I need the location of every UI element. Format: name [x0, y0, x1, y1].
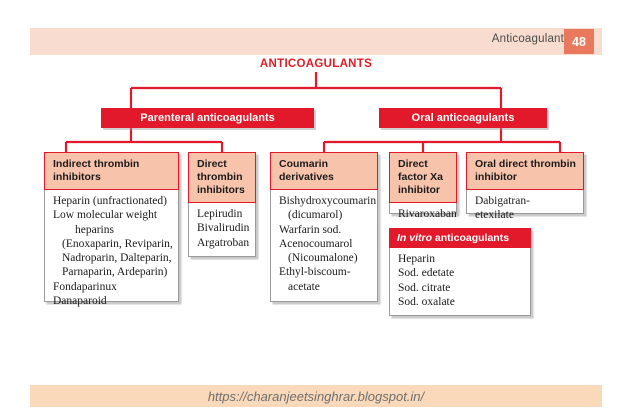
- in-vitro-italic: In vitro: [397, 232, 433, 244]
- list-item: Acenocoumarol: [279, 237, 353, 250]
- list-item: Danaparoid: [53, 295, 107, 308]
- card-title: Direct factor Xa inhibitor: [389, 152, 457, 203]
- list-item: Argatroban: [197, 236, 250, 249]
- list-item: Sod. edetate: [398, 267, 455, 280]
- list-item: Nadroparin, Dalteparin,: [62, 252, 172, 265]
- list-item: (dicumarol): [288, 209, 343, 222]
- list-item: (Enoxaparin, Reviparin,: [62, 237, 173, 250]
- card-item-list: Dabigatran-etexilate: [467, 189, 583, 229]
- card-title: Coumarin derivatives: [270, 152, 378, 190]
- list-item: Bivalirudin: [197, 222, 250, 235]
- card-title: Direct thrombin inhibitors: [188, 152, 256, 203]
- card-item-list: Heparin (unfractionated) Low molecular we…: [45, 189, 178, 314]
- list-item: Fondaparinux: [53, 280, 117, 293]
- header-band: [30, 28, 602, 55]
- root-node-label: ANTICOAGULANTS: [259, 58, 373, 70]
- page-number-badge: 48: [564, 29, 594, 54]
- card-oral-direct-thrombin-inhibitor[interactable]: Oral direct thrombin inhibitor Dabigatra…: [466, 152, 584, 221]
- card-coumarin-derivatives[interactable]: Coumarin derivatives Bishydroxycoumarin (…: [270, 152, 378, 302]
- list-item: Sod. oxalate: [398, 295, 455, 308]
- list-item: Lepirudin: [197, 208, 243, 220]
- card-title: Indirect thrombin inhibitors: [44, 152, 179, 190]
- anticoagulants-flowchart: ANTICOAGULANTS Parenteral anticoagulants…: [44, 58, 584, 317]
- list-item: Heparin (unfractionated): [53, 195, 167, 207]
- footer-url: https://charanjeetsinghrar.blogspot.in/: [207, 389, 425, 404]
- card-title: In vitro anticoagulants: [389, 228, 531, 248]
- in-vitro-rest: anticoagulants: [432, 232, 510, 244]
- list-item: Bishydroxycoumarin: [279, 195, 377, 207]
- footer-band: [30, 385, 602, 407]
- list-item: etexilate: [475, 209, 514, 222]
- card-indirect-thrombin-inhibitors[interactable]: Indirect thrombin inhibitors Heparin (un…: [44, 152, 179, 307]
- list-item: Dabigatran-: [475, 195, 530, 207]
- card-direct-factor-xa-inhibitor[interactable]: Direct factor Xa inhibitor Rivaroxaban: [389, 152, 457, 220]
- list-item: (Nicoumalone): [288, 252, 358, 265]
- list-item: heparins: [75, 223, 114, 236]
- branch-parenteral-anticoagulants[interactable]: Parenteral anticoagulants: [101, 108, 314, 128]
- branch-oral-anticoagulants[interactable]: Oral anticoagulants: [379, 108, 547, 128]
- branch-label: Parenteral anticoagulants: [140, 112, 275, 124]
- list-item: Sod. citrate: [398, 281, 451, 294]
- list-item: Low molecular weight: [53, 209, 158, 222]
- branch-label: Oral anticoagulants: [411, 112, 515, 124]
- list-item: Warfarin sod.: [279, 223, 342, 236]
- list-item: Heparin: [398, 253, 436, 265]
- card-item-list: Bishydroxycoumarin (dicumarol)Warfarin so…: [271, 189, 377, 300]
- list-item: Ethyl-biscoum-: [279, 266, 351, 279]
- card-title: Oral direct thrombin inhibitor: [466, 152, 584, 190]
- list-item: Parnaparin, Ardeparin): [62, 266, 168, 279]
- list-item: Rivaroxaban: [398, 208, 457, 220]
- list-item: acetate: [288, 280, 320, 293]
- chapter-title: Anticoagulants: [491, 33, 570, 45]
- card-item-list: Rivaroxaban: [390, 202, 457, 227]
